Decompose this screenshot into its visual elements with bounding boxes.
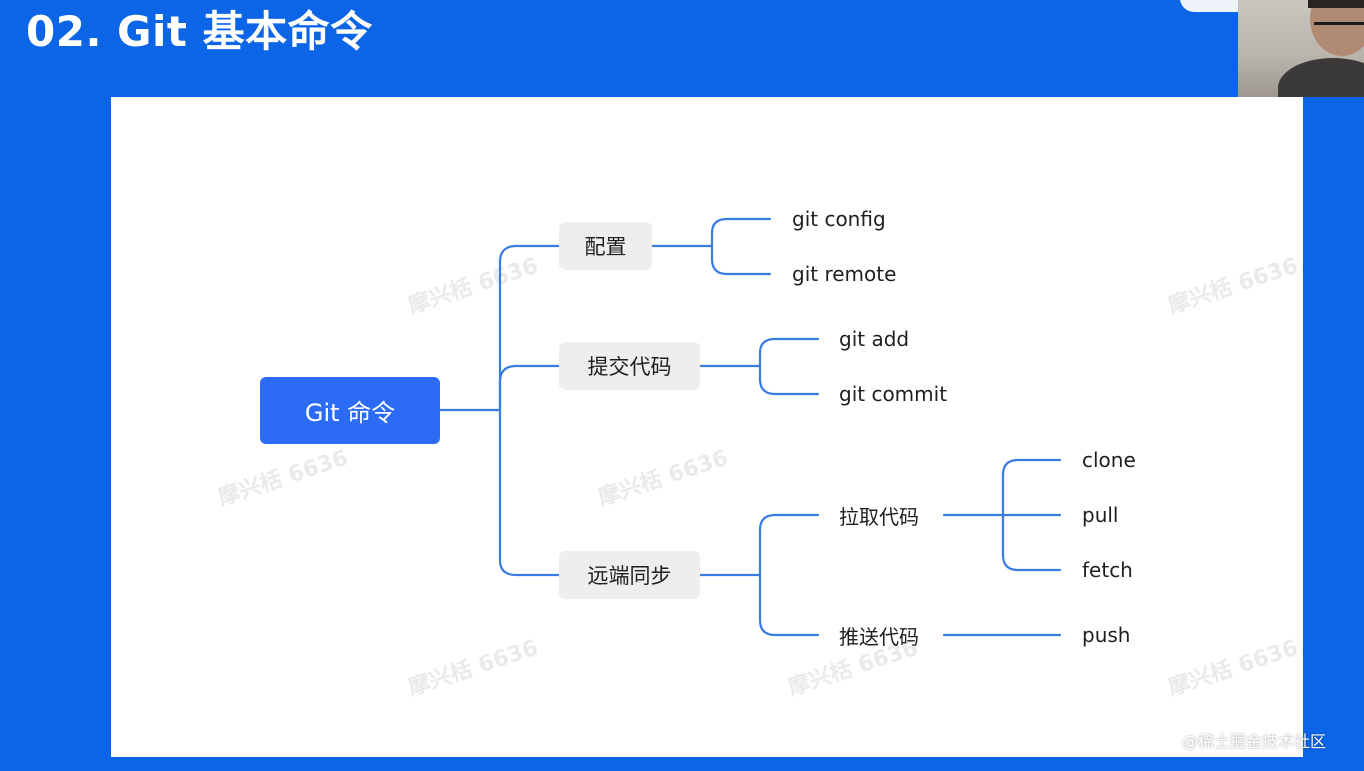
connector-branch-sync: [498, 408, 562, 577]
source-credit: @稀土掘金技术社区: [1182, 732, 1327, 751]
connector-sync-children: [698, 513, 820, 637]
subbranch-push-code: 推送代码: [839, 624, 919, 649]
root-node: Git 命令: [260, 377, 440, 444]
leaf-pull: pull: [1082, 503, 1119, 527]
leaf-git-add: git add: [839, 327, 910, 351]
leaf-push: push: [1082, 623, 1131, 647]
leaf-git-config: git config: [792, 207, 886, 231]
presenter-webcam: [1238, 0, 1364, 97]
connector-fetch-group: [942, 458, 1062, 572]
leaf-git-remote: git remote: [792, 262, 897, 286]
branch-remote-sync: 远端同步: [559, 551, 700, 599]
top-pill: [1180, 0, 1250, 12]
bottom-strip: [0, 757, 1364, 771]
connector-config-children: [650, 217, 772, 276]
connector-branch-commit: [498, 364, 562, 412]
branch-config: 配置: [559, 222, 652, 270]
slide-title: 02. Git 基本命令: [26, 7, 373, 56]
leaf-git-commit: git commit: [839, 382, 948, 406]
connector-commit-children: [698, 337, 820, 396]
leaf-fetch: fetch: [1082, 558, 1133, 582]
subbranch-pull-code: 拉取代码: [839, 504, 919, 529]
branch-commit: 提交代码: [559, 342, 700, 390]
leaf-clone: clone: [1082, 448, 1136, 472]
connector-branch-config: [498, 244, 562, 412]
